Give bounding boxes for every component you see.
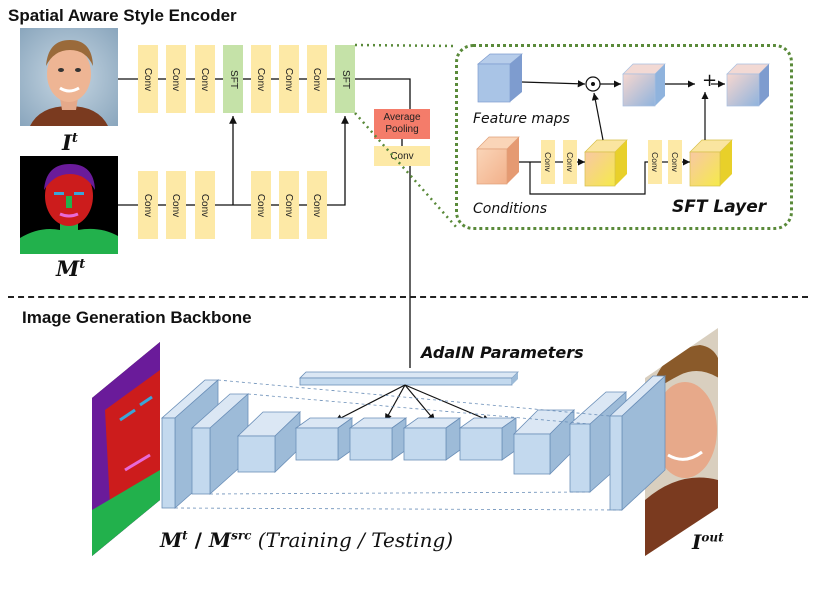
backbone-title: Image Generation Backbone bbox=[22, 308, 252, 327]
enc-bot-conv-6: Conv bbox=[307, 171, 327, 239]
input-image-label: It bbox=[62, 130, 78, 155]
input-face-photo bbox=[20, 28, 118, 126]
encoder-title: Spatial Aware Style Encoder bbox=[8, 6, 237, 25]
conditions-label: Conditions bbox=[473, 201, 548, 217]
add-operator: + bbox=[702, 70, 718, 91]
backbone-input-mask bbox=[92, 342, 160, 556]
section-divider bbox=[8, 296, 808, 298]
sft-layer-detail-box bbox=[455, 44, 793, 230]
enc-bot-conv-4: Conv bbox=[251, 171, 271, 239]
enc-bot-conv-1: Conv bbox=[138, 171, 158, 239]
feature-map-block bbox=[477, 53, 523, 103]
input-mask-image bbox=[20, 156, 118, 254]
sft-conv-2: Conv bbox=[563, 140, 577, 184]
sft-conv-1: Conv bbox=[541, 140, 555, 184]
enc-top-conv-2: Conv bbox=[166, 45, 186, 113]
shift-param-block bbox=[689, 139, 733, 187]
modulated-feature-block bbox=[622, 63, 666, 107]
scale-param-block bbox=[584, 139, 628, 187]
enc-top-conv-3: Conv bbox=[195, 45, 215, 113]
enc-bot-conv-5: Conv bbox=[279, 171, 299, 239]
sft-layer-diagram bbox=[476, 53, 770, 195]
sft-conv-3: Conv bbox=[648, 140, 662, 184]
mask-label: Mt bbox=[56, 256, 86, 281]
pool-conv-block: Conv bbox=[374, 146, 430, 166]
enc-top-conv-6: Conv bbox=[307, 45, 327, 113]
feature-maps-label: Feature maps bbox=[473, 111, 570, 127]
conditions-block bbox=[476, 136, 520, 185]
sft-layer-title: SFT Layer bbox=[672, 197, 767, 217]
sft-conv-4: Conv bbox=[668, 140, 682, 184]
enc-sft-1: SFT bbox=[223, 45, 243, 113]
enc-sft-2: SFT bbox=[335, 45, 355, 113]
enc-top-conv-4: Conv bbox=[251, 45, 271, 113]
adain-label: AdaIN Parameters bbox=[421, 343, 584, 362]
average-pooling-block: Average Pooling bbox=[374, 109, 430, 139]
backbone-input-label: Mt / Msrc (Training / Testing) bbox=[160, 528, 454, 552]
backbone-output-label: Iout bbox=[692, 530, 724, 554]
sft-output-block bbox=[726, 63, 770, 107]
enc-top-conv-1: Conv bbox=[138, 45, 158, 113]
enc-top-conv-5: Conv bbox=[279, 45, 299, 113]
enc-bot-conv-3: Conv bbox=[195, 171, 215, 239]
enc-bot-conv-2: Conv bbox=[166, 171, 186, 239]
